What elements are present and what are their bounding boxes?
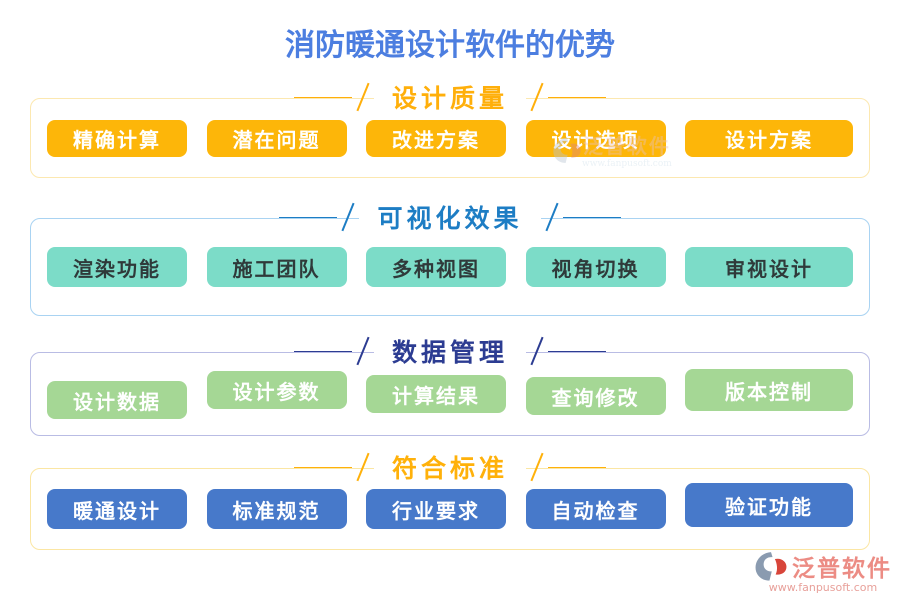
section-title: 设计质量: [373, 79, 526, 115]
header-line-right: [562, 216, 621, 218]
chip-potential-issues[interactable]: 潜在问题: [206, 119, 347, 157]
chip-calculation-results[interactable]: 计算结果: [366, 375, 506, 413]
section-header-data-management: 数据管理: [0, 333, 900, 369]
header-line-left: [293, 466, 352, 468]
chip-standard-specs[interactable]: 标准规范: [206, 489, 347, 529]
header-slash-right: [530, 82, 544, 112]
section-title: 可视化效果: [359, 199, 541, 235]
chip-rendering-function[interactable]: 渲染功能: [47, 247, 187, 287]
header-line-left: [279, 216, 338, 218]
chip-multiple-views[interactable]: 多种视图: [366, 247, 506, 287]
section-standards: 符合标准 暖通设计 标准规范 行业要求 自动检查 验证功能: [0, 449, 900, 550]
watermark-brand: 泛普软件: [792, 555, 892, 582]
section-header-visualization: 可视化效果: [0, 199, 900, 235]
header-slash-left: [341, 202, 356, 232]
watermark-url: www.fanpusoft.com: [768, 581, 878, 594]
chip-accurate-calculation[interactable]: 精确计算: [47, 119, 187, 157]
header-line-right: [548, 96, 606, 98]
section-design-quality: 设计质量 精确计算 潜在问题 改进方案 设计选项 设计方案: [0, 79, 900, 178]
chip-review-design[interactable]: 审视设计: [685, 247, 853, 287]
chip-view-switching[interactable]: 视角切换: [525, 247, 666, 287]
header-slash-right: [530, 452, 544, 482]
header-slash-right: [530, 336, 544, 366]
header-slash-left: [356, 336, 370, 366]
chip-hvac-design[interactable]: 暖通设计: [47, 489, 187, 529]
header-line-left: [293, 96, 352, 98]
page-title: 消防暖通设计软件的优势: [285, 28, 615, 63]
chip-design-options[interactable]: 设计选项: [525, 119, 666, 157]
chip-improvement-plan[interactable]: 改进方案: [366, 119, 506, 157]
chip-query-modify[interactable]: 查询修改: [525, 377, 666, 415]
header-slash-left: [356, 82, 370, 112]
header-line-left: [293, 350, 352, 352]
header-slash-right: [544, 202, 559, 232]
chip-version-control[interactable]: 版本控制: [685, 369, 853, 411]
chip-auto-check[interactable]: 自动检查: [525, 489, 666, 529]
section-header-design-quality: 设计质量: [0, 79, 900, 115]
section-visualization: 可视化效果 渲染功能 施工团队 多种视图 视角切换 审视设计: [0, 199, 900, 316]
fanpu-logo-icon: [755, 552, 787, 581]
chip-design-scheme[interactable]: 设计方案: [685, 119, 853, 157]
header-slash-left: [356, 452, 370, 482]
section-box-visualization: 渲染功能 施工团队 多种视图 视角切换 审视设计: [30, 218, 870, 316]
section-header-standards: 符合标准: [0, 449, 900, 485]
corner-watermark: 泛普软件 www.fanpusoft.com: [754, 549, 892, 594]
chip-verification-function[interactable]: 验证功能: [685, 483, 853, 527]
section-title: 数据管理: [373, 333, 526, 369]
chip-industry-requirements[interactable]: 行业要求: [366, 489, 506, 529]
section-data-management: 数据管理 设计数据 设计参数 计算结果 查询修改 版本控制: [0, 333, 900, 436]
section-title: 符合标准: [373, 449, 526, 485]
chip-construction-team[interactable]: 施工团队: [206, 247, 347, 287]
header-line-right: [548, 350, 606, 352]
chip-design-parameters[interactable]: 设计参数: [206, 371, 347, 409]
chip-design-data[interactable]: 设计数据: [47, 381, 187, 419]
header-line-right: [548, 466, 606, 468]
